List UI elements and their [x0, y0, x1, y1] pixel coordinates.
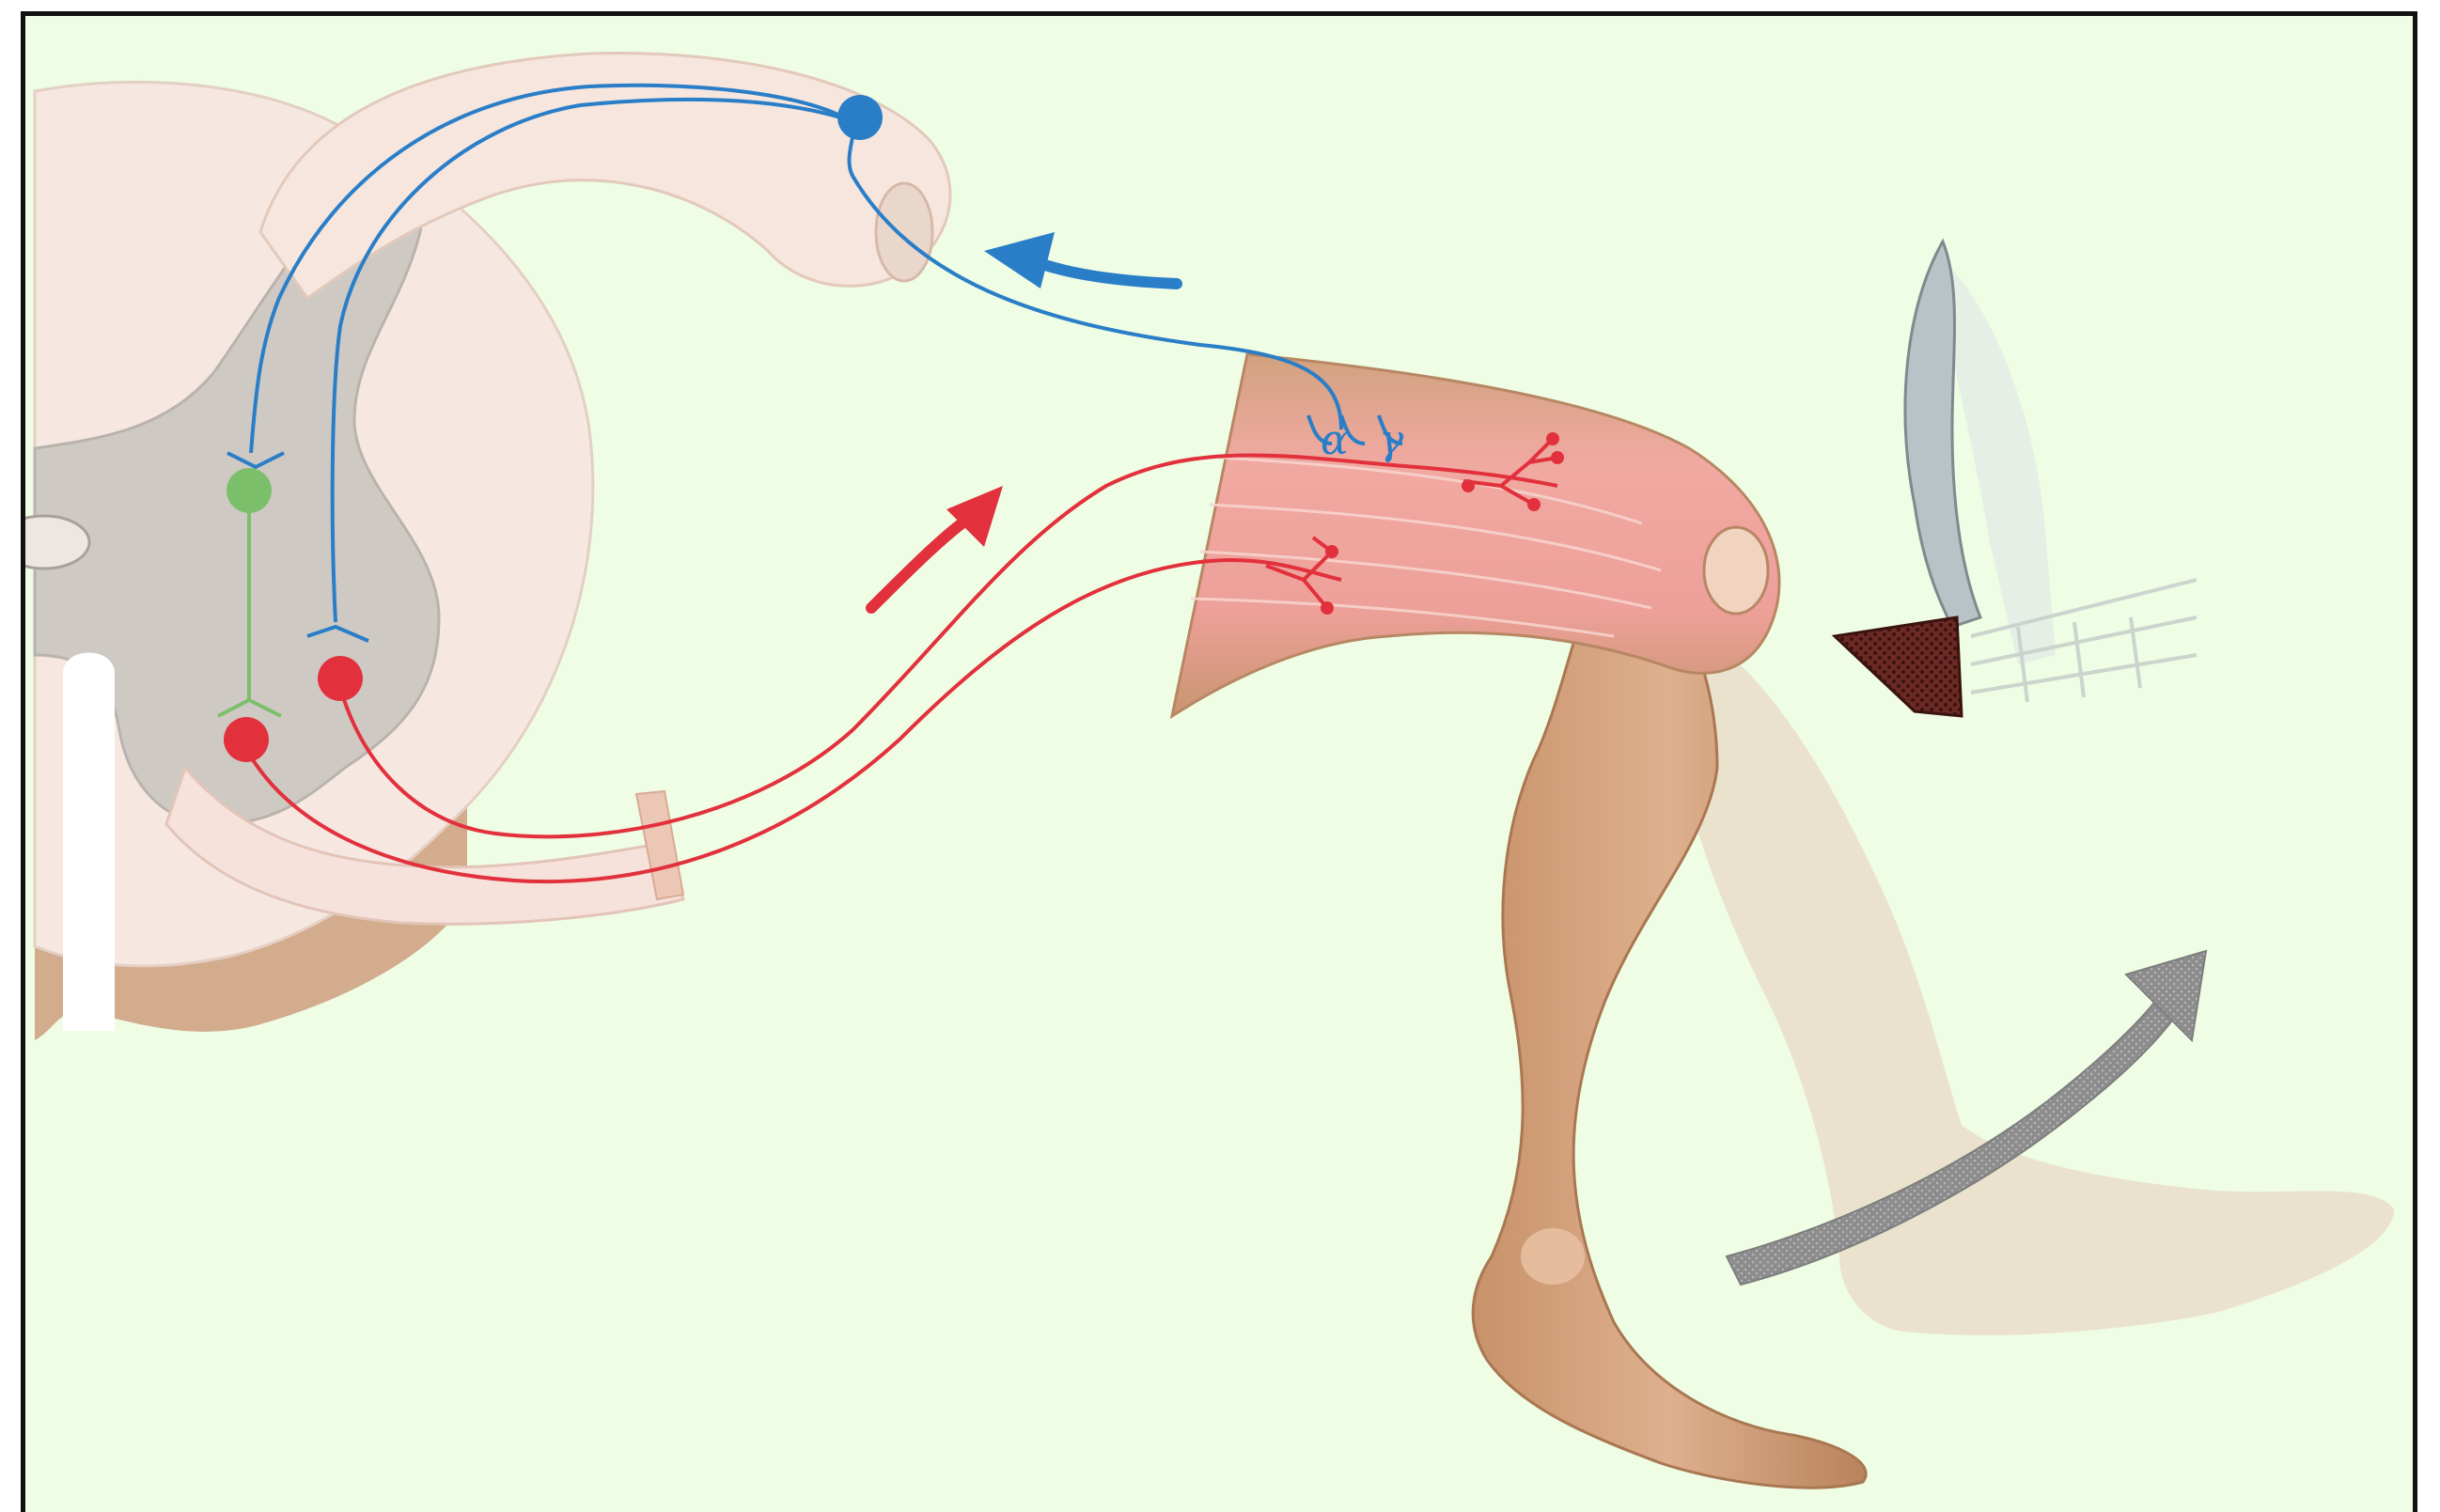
dorsal-root-ganglion-cut	[876, 183, 932, 281]
figure-frame: α γ	[21, 11, 2417, 1512]
motor-gamma-label: γ	[1379, 416, 1404, 464]
motor-neuron-cell-body-lower	[224, 717, 269, 762]
sensory-neuron-cell-body	[837, 95, 883, 140]
kneecap	[1704, 527, 1768, 614]
motor-alpha-label: α	[1321, 416, 1349, 464]
reflex-arc-diagram: α γ	[25, 16, 2413, 1512]
ventral-fissure	[63, 653, 115, 1032]
motor-neuron-cell-body-upper	[318, 656, 363, 701]
ankle-bone	[1521, 1228, 1585, 1285]
interneuron-cell-body	[227, 468, 272, 513]
